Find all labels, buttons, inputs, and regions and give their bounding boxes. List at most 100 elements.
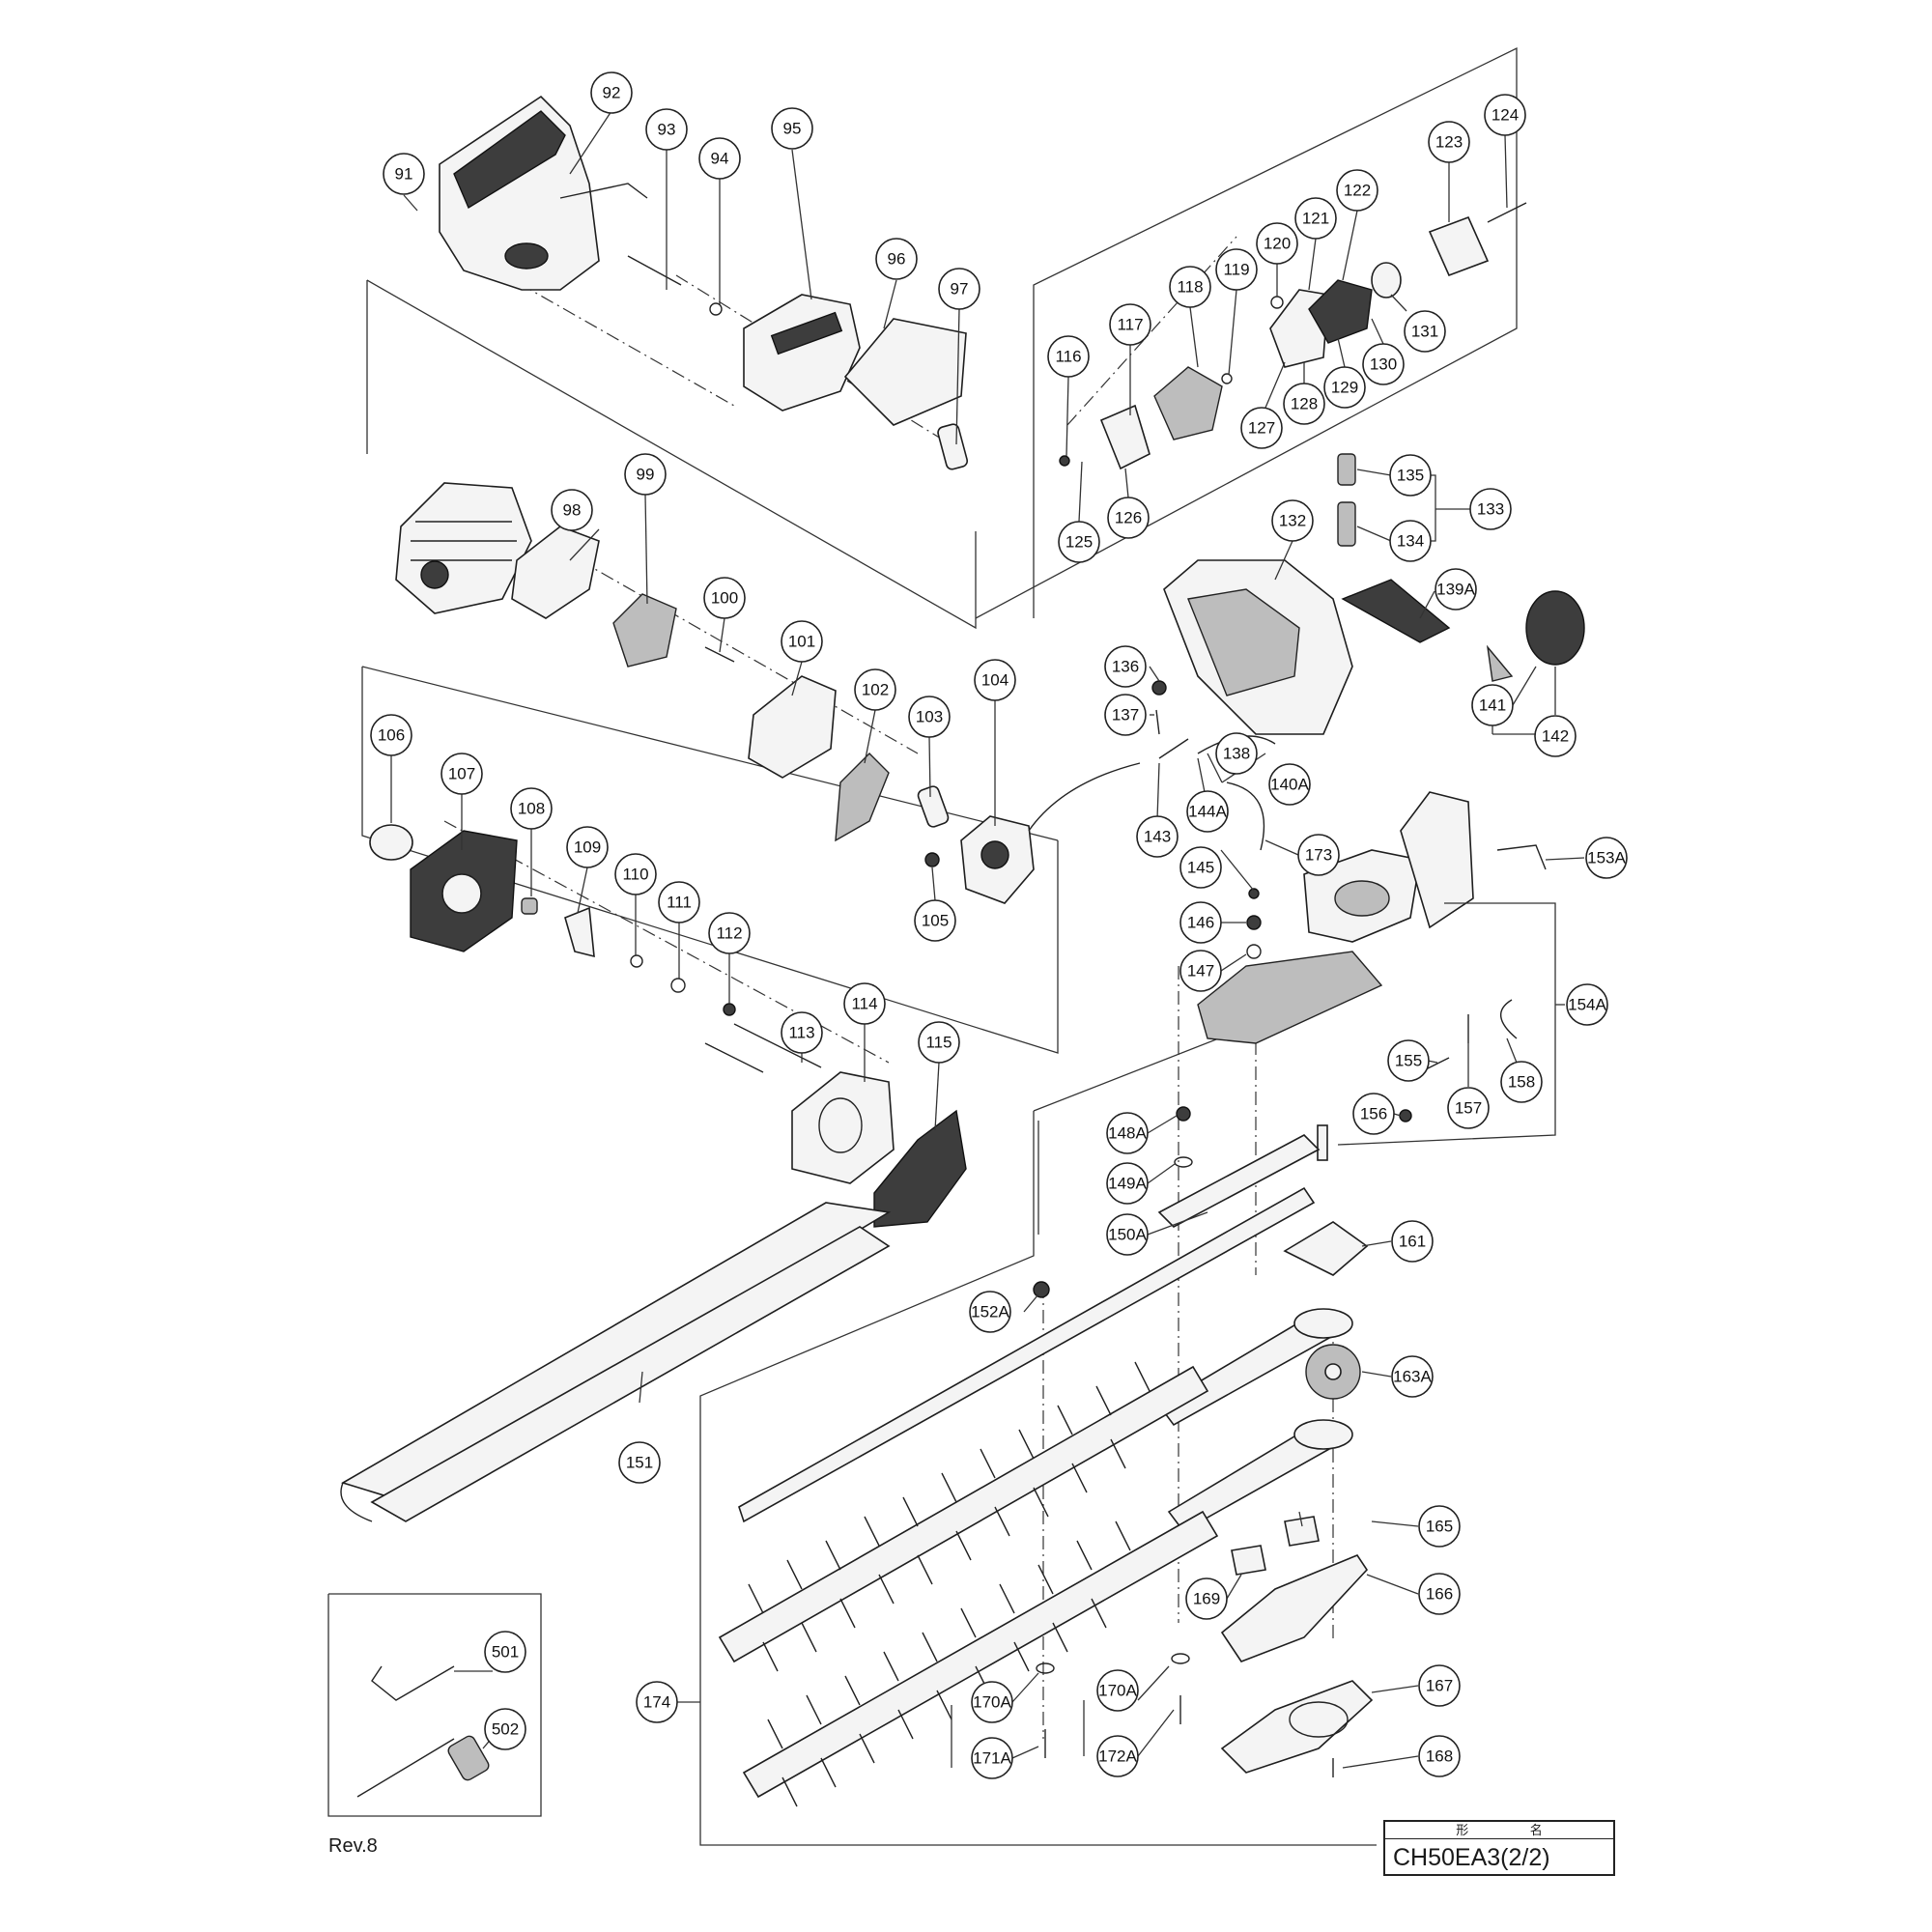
svg-text:140A: 140A xyxy=(1270,776,1309,794)
svg-text:141: 141 xyxy=(1479,696,1506,715)
svg-text:104: 104 xyxy=(981,671,1009,690)
svg-text:138: 138 xyxy=(1223,745,1250,763)
svg-text:168: 168 xyxy=(1426,1747,1453,1766)
callout-501: 501 xyxy=(484,1631,526,1673)
svg-text:153A: 153A xyxy=(1587,849,1626,867)
svg-text:173: 173 xyxy=(1305,846,1332,865)
svg-text:149A: 149A xyxy=(1108,1175,1147,1193)
callout-135: 135 xyxy=(1389,454,1432,497)
part-141 xyxy=(1486,644,1514,682)
svg-text:128: 128 xyxy=(1291,395,1318,413)
crank-ring-upper xyxy=(1293,1308,1353,1339)
svg-text:93: 93 xyxy=(658,121,676,139)
svg-text:115: 115 xyxy=(925,1034,952,1052)
callout-158: 158 xyxy=(1500,1061,1543,1103)
svg-text:147: 147 xyxy=(1187,962,1214,980)
svg-text:106: 106 xyxy=(378,726,405,745)
svg-text:157: 157 xyxy=(1455,1099,1482,1118)
bolt-137 xyxy=(1155,709,1160,735)
callout-168: 168 xyxy=(1418,1735,1461,1777)
svg-text:105: 105 xyxy=(922,912,949,930)
callout-134: 134 xyxy=(1389,520,1432,562)
engine-cylinder xyxy=(395,482,532,614)
callout-136: 136 xyxy=(1104,645,1147,688)
block-169 xyxy=(1231,1545,1266,1576)
callout-124: 124 xyxy=(1484,94,1526,136)
svg-text:95: 95 xyxy=(783,120,802,138)
svg-text:98: 98 xyxy=(563,501,582,520)
callout-102: 102 xyxy=(854,668,896,711)
callout-103: 103 xyxy=(908,696,951,738)
callout-114: 114 xyxy=(843,982,886,1025)
model-name: CH50EA3(2/2) xyxy=(1393,1844,1550,1871)
svg-text:107: 107 xyxy=(448,765,475,783)
svg-text:170A: 170A xyxy=(973,1693,1011,1712)
clip-158 xyxy=(1500,999,1518,1039)
fuel-tank xyxy=(1163,559,1353,735)
callouts: 91 92 93 94 95 96 97 98 99 100 101 102 1… xyxy=(370,71,1628,1779)
callout-152A: 152A xyxy=(969,1291,1011,1333)
callout-173: 173 xyxy=(1297,834,1340,876)
callout-143: 143 xyxy=(1136,815,1179,858)
callout-116: 116 xyxy=(1047,335,1090,378)
engine-cover xyxy=(439,95,648,291)
crank-ring-lower xyxy=(1293,1419,1353,1450)
model-box-header: 形 名 xyxy=(1385,1822,1613,1839)
svg-text:92: 92 xyxy=(603,84,621,102)
callout-151: 151 xyxy=(618,1441,661,1484)
nut-152A xyxy=(1033,1281,1050,1298)
svg-text:135: 135 xyxy=(1397,467,1424,485)
svg-text:100: 100 xyxy=(711,589,738,608)
callout-112: 112 xyxy=(708,912,751,954)
plug-wrench-502 xyxy=(356,1735,490,1798)
svg-text:150A: 150A xyxy=(1108,1226,1147,1244)
model-box: 形 名 CH50EA3(2/2) xyxy=(1383,1820,1615,1876)
part-135 xyxy=(1337,453,1356,486)
svg-text:112: 112 xyxy=(716,924,742,943)
plate-166 xyxy=(1220,1554,1369,1662)
svg-text:122: 122 xyxy=(1344,182,1371,200)
bolt-100 xyxy=(704,646,735,663)
svg-text:144A: 144A xyxy=(1188,803,1227,821)
callout-138: 138 xyxy=(1215,732,1258,775)
callout-148A: 148A xyxy=(1106,1112,1149,1154)
callout-145: 145 xyxy=(1179,846,1222,889)
callout-127: 127 xyxy=(1240,407,1283,449)
svg-text:126: 126 xyxy=(1115,509,1142,527)
callout-126: 126 xyxy=(1107,497,1150,539)
callout-149A: 149A xyxy=(1106,1162,1149,1205)
blade-bar xyxy=(738,1186,1316,1523)
group-frames xyxy=(327,46,1518,1846)
callout-141: 141 xyxy=(1471,684,1514,726)
callout-130: 130 xyxy=(1362,343,1405,385)
svg-text:117: 117 xyxy=(1117,316,1143,334)
fuel-cap-142 xyxy=(1525,590,1585,666)
callout-502: 502 xyxy=(484,1708,526,1750)
svg-text:158: 158 xyxy=(1508,1073,1535,1092)
flange-123 xyxy=(1428,215,1490,277)
svg-text:97: 97 xyxy=(951,280,969,298)
callout-91: 91 xyxy=(383,153,425,195)
svg-text:174: 174 xyxy=(643,1693,670,1712)
gasket-101 xyxy=(748,675,837,779)
callout-128: 128 xyxy=(1283,383,1325,425)
callout-98: 98 xyxy=(551,489,593,531)
callout-96: 96 xyxy=(875,238,918,280)
callout-108: 108 xyxy=(510,787,553,830)
svg-text:114: 114 xyxy=(851,995,877,1013)
cover-167-ring xyxy=(1289,1701,1349,1738)
callout-104: 104 xyxy=(974,659,1016,701)
callout-105: 105 xyxy=(914,899,956,942)
revision-label: Rev.8 xyxy=(328,1835,378,1857)
blade-cover xyxy=(340,1202,892,1522)
callout-153A: 153A xyxy=(1585,837,1628,879)
cutting-blades xyxy=(718,1361,1219,1807)
callout-99: 99 xyxy=(624,453,667,496)
svg-text:155: 155 xyxy=(1395,1052,1422,1070)
svg-text:154A: 154A xyxy=(1568,996,1606,1014)
muffler-plate xyxy=(843,318,967,426)
bolt-113b xyxy=(704,1042,764,1073)
callout-117: 117 xyxy=(1109,303,1151,346)
gear-case xyxy=(1197,791,1474,1044)
